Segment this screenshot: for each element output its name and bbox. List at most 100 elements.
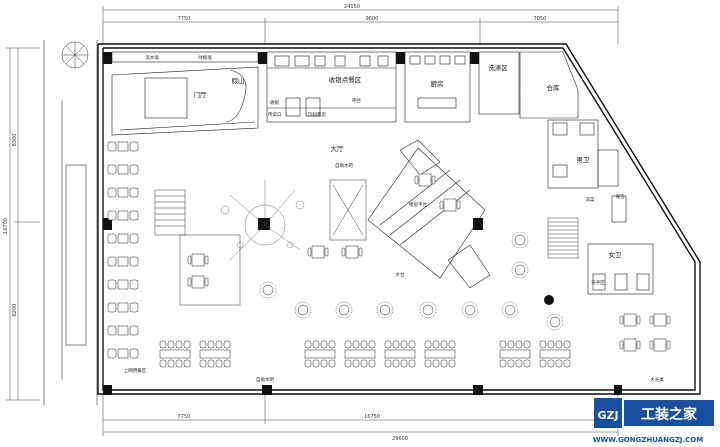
chair [341, 247, 346, 257]
square-table [418, 173, 432, 187]
watermark-logo: GZJ 工装之家 WWW.GONGZHUANGZJ.COM [593, 398, 714, 444]
booth-chair [424, 340, 432, 349]
booth-chair [563, 340, 571, 349]
booth-chair [312, 359, 320, 368]
square-table [653, 313, 667, 327]
booth-chair [360, 359, 368, 368]
booth-chair [440, 359, 448, 368]
square-table [623, 338, 637, 352]
booth-chair [183, 359, 191, 368]
booth-chair [304, 359, 312, 368]
booth-chair [107, 164, 117, 175]
label-rockery: 假山 [232, 76, 245, 85]
chair [204, 255, 209, 265]
booth-table [199, 349, 231, 359]
booth-chair [515, 340, 523, 349]
booth-chair [408, 359, 416, 368]
chair [307, 247, 312, 257]
booth-chair [129, 325, 139, 336]
booth-chair [328, 359, 336, 368]
square-table [623, 313, 637, 327]
booth-chair [368, 340, 376, 349]
round-table [422, 304, 434, 316]
square-table [191, 253, 205, 267]
square-table [653, 338, 667, 352]
booth-chair [215, 340, 223, 349]
label-cashier: 收银点餐区 [329, 75, 362, 84]
booth-chair [432, 359, 440, 368]
dim-top-right: 7050 [534, 16, 547, 22]
square-table [311, 245, 325, 259]
square-table [443, 198, 457, 212]
booth-table [424, 349, 456, 359]
booth-chair [107, 348, 117, 359]
booth-chair [547, 340, 555, 349]
booth-chair [129, 233, 139, 244]
booth-chair [107, 210, 117, 221]
booth-chair [555, 359, 563, 368]
booth-table [117, 233, 129, 244]
label-cleaning: 保洁 [616, 193, 625, 200]
label-self-service: 自助水吧 [335, 162, 353, 169]
dim-top-mid: 9600 [366, 16, 379, 22]
booth-chair [167, 359, 175, 368]
booth-chair [432, 340, 440, 349]
booth-table [117, 325, 129, 336]
chair [324, 247, 329, 257]
label-counter: 传菜口 [268, 111, 282, 118]
label-stage: 水台 [396, 271, 405, 278]
booth-chair [107, 187, 117, 198]
bottom-dimensions [102, 395, 619, 436]
chair [649, 340, 654, 350]
label-washing: 洗涤区 [488, 63, 508, 72]
booth-chair [392, 359, 400, 368]
left-dimensions [6, 47, 40, 401]
booth-chair [328, 340, 336, 349]
label-drink: 饮料售卖 [308, 111, 326, 118]
square-table [191, 275, 205, 289]
booth-chair [107, 279, 117, 290]
round-table [549, 316, 561, 328]
booth-chair [129, 210, 139, 221]
dim-left-lower: 8200 [12, 304, 18, 317]
booth-chair [107, 325, 117, 336]
dim-bottom-total: 29600 [392, 436, 408, 442]
chair [204, 277, 209, 287]
tree-icon [61, 41, 89, 69]
booth-chair [129, 256, 139, 267]
round-table [504, 304, 516, 316]
booth-table [117, 164, 129, 175]
label-booth-area: 上网用餐区 [124, 367, 147, 374]
booth-chair [368, 359, 376, 368]
booth-chair [159, 340, 167, 349]
booth-chair [129, 141, 139, 152]
label-pond-wall: 流水墙 [145, 54, 159, 61]
round-table [514, 234, 526, 246]
booth-table [117, 256, 129, 267]
restroom-block [547, 119, 654, 295]
booth-chair [523, 340, 531, 349]
label-cold: 凉菜 [586, 196, 595, 203]
storage-zone [519, 51, 579, 119]
booth-chair [448, 359, 456, 368]
staircase-right [547, 217, 579, 259]
label-green-wall: 绿植墙 [198, 54, 212, 61]
chair [636, 340, 641, 350]
foyer-zone [111, 51, 259, 136]
booth-chair [107, 256, 117, 267]
booth-chair [129, 348, 139, 359]
table-chairs [501, 301, 519, 319]
chair [456, 200, 461, 210]
booth-chair [515, 359, 523, 368]
booth-chair [400, 340, 408, 349]
round-table [514, 264, 526, 276]
booth-chair [344, 359, 352, 368]
label-hall: 大厅 [331, 144, 345, 153]
booth-chair [207, 359, 215, 368]
label-large-table: 大长桌 [650, 376, 664, 383]
booth-chair [384, 340, 392, 349]
chair [187, 277, 192, 287]
round-table [338, 304, 350, 316]
booth-chair [167, 340, 175, 349]
chair [619, 315, 624, 325]
